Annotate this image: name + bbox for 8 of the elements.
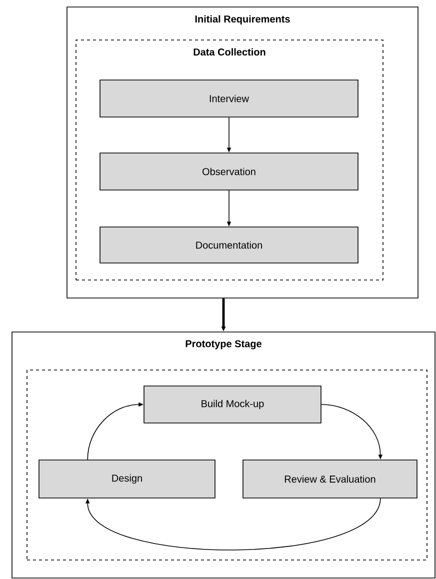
group-box — [26, 370, 428, 560]
process-box: Observation — [100, 152, 358, 190]
process-box: Design — [38, 460, 216, 498]
process-box: Documentation — [100, 226, 358, 264]
process-box: Build Mock-up — [144, 386, 322, 424]
process-box: Interview — [100, 80, 358, 118]
process-box: Review & Evaluation — [242, 460, 418, 498]
arrow — [85, 498, 381, 550]
